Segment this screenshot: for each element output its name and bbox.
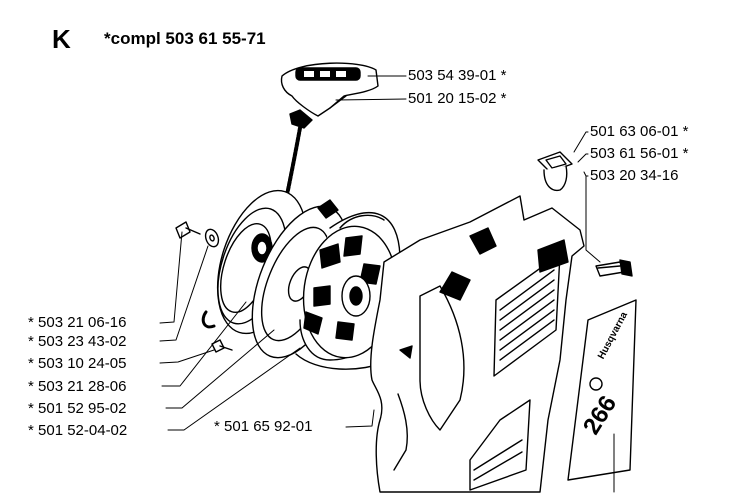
callout-501-52-04-02: * 501 52-04-02	[28, 422, 128, 439]
rope-insert	[289, 109, 313, 129]
callout-503-61-56-01: 503 61 56-01 *	[590, 145, 689, 162]
callout-503-21-28-06: * 503 21 28-06	[28, 378, 127, 395]
section-letter: K	[52, 24, 71, 54]
screw-503-21-06-16	[175, 221, 201, 239]
callout-503-21-06-16: * 503 21 06-16	[28, 314, 127, 331]
leader-lines	[159, 75, 615, 493]
callout-503-54-39-01: 503 54 39-01 *	[408, 67, 507, 84]
callout-503-10-24-05: * 503 10 24-05	[28, 355, 127, 372]
callout-503-20-34-16: 503 20 34-16	[590, 167, 679, 184]
fan-flywheel	[299, 212, 401, 361]
callout-503-23-43-02: * 503 23 43-02	[28, 333, 127, 350]
compl-label: *compl	[104, 29, 161, 48]
starter-housing	[370, 195, 585, 493]
decal-501-65-92-01	[567, 299, 637, 481]
plug-503-61-56-01	[543, 165, 568, 192]
starter-handle	[280, 62, 379, 117]
washer-503-23-43-02	[204, 228, 220, 248]
complete-assembly-number: *compl 503 61 55-71	[104, 30, 266, 48]
callout-501-52-95-02: * 501 52 95-02	[28, 400, 127, 417]
callout-501-63-06-01: 501 63 06-01 *	[590, 123, 689, 140]
screw-503-10-24-05	[211, 339, 233, 353]
compl-number: 503 61 55-71	[165, 29, 266, 48]
callout-501-20-15-02: 501 20 15-02 *	[408, 90, 507, 107]
callout-501-65-92-01: * 501 65 92-01	[214, 418, 313, 435]
cover-screw-503-20-34-16	[595, 259, 633, 277]
